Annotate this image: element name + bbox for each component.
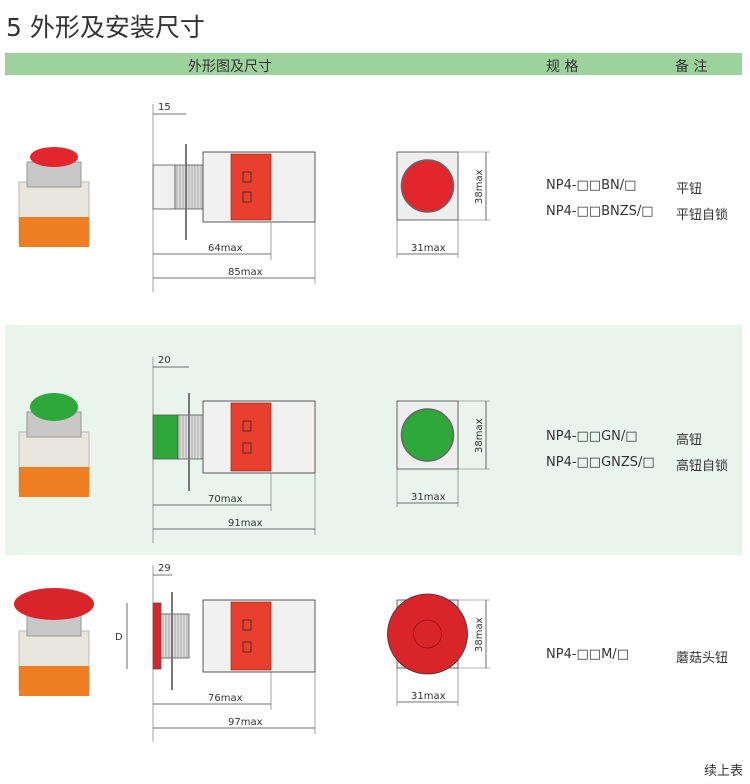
dimension-drawing: 15 64max 85max 38max 31max (18, 102, 490, 292)
button-cap (14, 588, 94, 620)
product-photo (18, 147, 90, 247)
terminal (242, 442, 252, 454)
button-cap (30, 147, 78, 167)
width-label: 31max (411, 243, 446, 254)
product-photo (18, 393, 90, 497)
table-header: 外形图及尺寸 规 格 备 注 (5, 53, 742, 75)
contact-block (19, 666, 89, 696)
button-cap (152, 414, 179, 460)
dimension-drawing: 20 70max 91max 38max 31max (18, 355, 490, 543)
terminal (242, 191, 252, 203)
header-outline: 外形图及尺寸 (188, 59, 272, 75)
contact-block (19, 217, 89, 247)
contact-block (230, 153, 272, 221)
spec-model: NP4-□□GNZS/□ (546, 455, 655, 470)
terminal (242, 171, 252, 183)
contact-block (19, 467, 89, 497)
height-label: 38max (474, 617, 485, 652)
height-label: 38max (474, 418, 485, 453)
spec-note: 高钮自锁 (676, 459, 729, 474)
dimension-drawing: 29 76max 97max D 38max 31max (14, 563, 490, 742)
total-length-label: 91max (228, 518, 263, 529)
table-row: 29 76max 97max D 38max 31max NP4-□□M/□ 蘑菇头钮 (5, 555, 742, 755)
spec-note: 平钮自锁 (676, 208, 729, 223)
spec-model: NP4-□□BN/□ (546, 178, 637, 193)
total-length-label: 97max (228, 717, 263, 728)
front-view (387, 593, 468, 675)
header-spec: 规 格 (546, 59, 579, 75)
contact-block (230, 402, 272, 472)
button-cap (152, 602, 162, 670)
width-label: 31max (411, 691, 446, 702)
height-label: 38max (474, 169, 485, 204)
spec-note: 高钮 (676, 433, 703, 448)
spec-model: NP4-□□GN/□ (546, 429, 638, 444)
spec-model: NP4-□□BNZS/□ (546, 204, 654, 219)
total-length-label: 85max (228, 267, 263, 278)
section-title: 5 外形及安装尺寸 (6, 13, 205, 42)
button-cap (400, 408, 455, 462)
table-row: 15 64max 85max 38max 31max NP4-□□BN/□ 平钮 NP4… (5, 78, 742, 325)
diameter-label: D (115, 632, 123, 643)
front-view (396, 151, 459, 221)
button-cap (152, 164, 176, 210)
continued-label: 续上表 (704, 764, 744, 779)
button-cap (30, 393, 78, 421)
inner-length-label: 70max (208, 494, 243, 505)
product-photo (14, 588, 94, 696)
inner-length-label: 76max (208, 693, 243, 704)
header-note: 备 注 (675, 59, 708, 75)
spec-note: 平钮 (676, 182, 703, 197)
front-view (396, 400, 459, 470)
side-view (152, 144, 316, 240)
depth-label: 29 (158, 563, 171, 574)
depth-label: 20 (158, 355, 171, 366)
contact-block (230, 601, 272, 671)
terminal (242, 641, 252, 653)
terminal (242, 619, 252, 631)
button-cap (400, 159, 455, 213)
terminal (242, 420, 252, 432)
cap-ring (413, 619, 442, 649)
side-view (152, 592, 316, 690)
table-row: 20 70max 91max 38max 31max NP4-□□GN/□ 高钮 NP4… (5, 325, 742, 555)
spec-note: 蘑菇头钮 (676, 651, 729, 666)
inner-length-label: 64max (208, 243, 243, 254)
button-cap (387, 593, 468, 675)
depth-label: 15 (158, 102, 171, 113)
spec-model: NP4-□□M/□ (546, 647, 629, 662)
side-view (152, 393, 316, 491)
width-label: 31max (411, 492, 446, 503)
